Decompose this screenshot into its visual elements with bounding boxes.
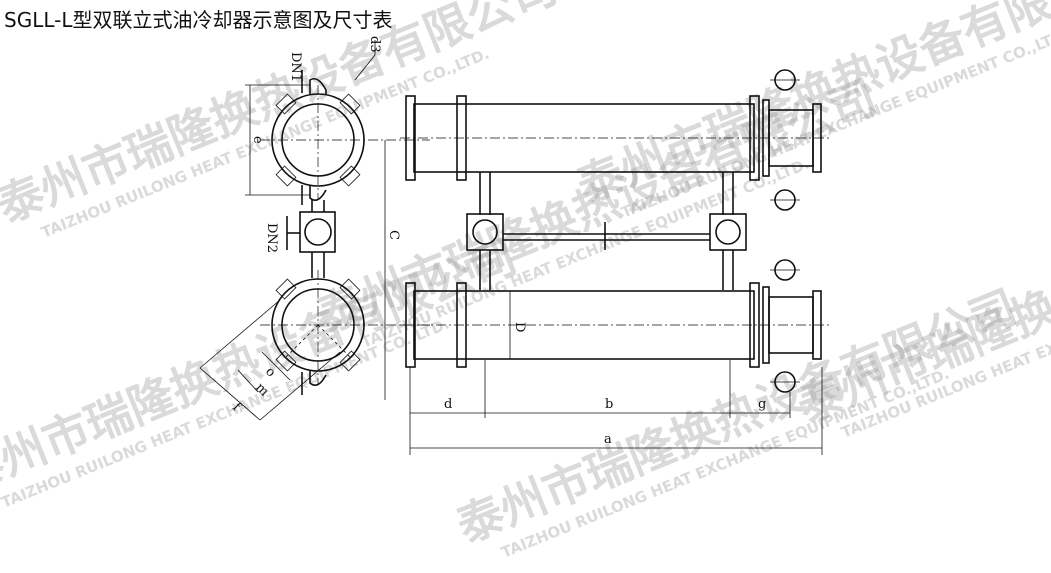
label-b: b: [605, 397, 613, 412]
page-title: SGLL-L型双联立式油冷却器示意图及尺寸表: [4, 8, 393, 32]
label-g: g: [758, 397, 766, 412]
label-a: a: [604, 432, 612, 447]
front-view-bottom-shell: [400, 282, 830, 368]
label-d3: d3: [367, 36, 382, 53]
label-c: C: [386, 230, 401, 240]
side-view-valve: [286, 200, 336, 278]
label-d: d: [444, 397, 452, 412]
vent-valves: [770, 69, 800, 393]
front-dimensions: [409, 291, 823, 455]
label-m: m: [252, 380, 271, 399]
label-e: e: [250, 136, 265, 144]
front-view-top-shell: [400, 95, 830, 215]
side-view-bottom-shell: [260, 270, 430, 395]
side-view-top-shell: [260, 70, 430, 205]
front-view-valves: [466, 213, 747, 290]
label-dn2: DN2: [264, 223, 279, 253]
label-d-big: D: [512, 322, 527, 332]
side-dimensions: [199, 40, 386, 421]
cooler-drawing: DN1 d3 e DN2 C o m f D d b g a: [199, 36, 830, 455]
label-f: f: [229, 400, 244, 415]
label-dn1: DN1: [288, 52, 303, 82]
label-o: o: [262, 364, 278, 380]
